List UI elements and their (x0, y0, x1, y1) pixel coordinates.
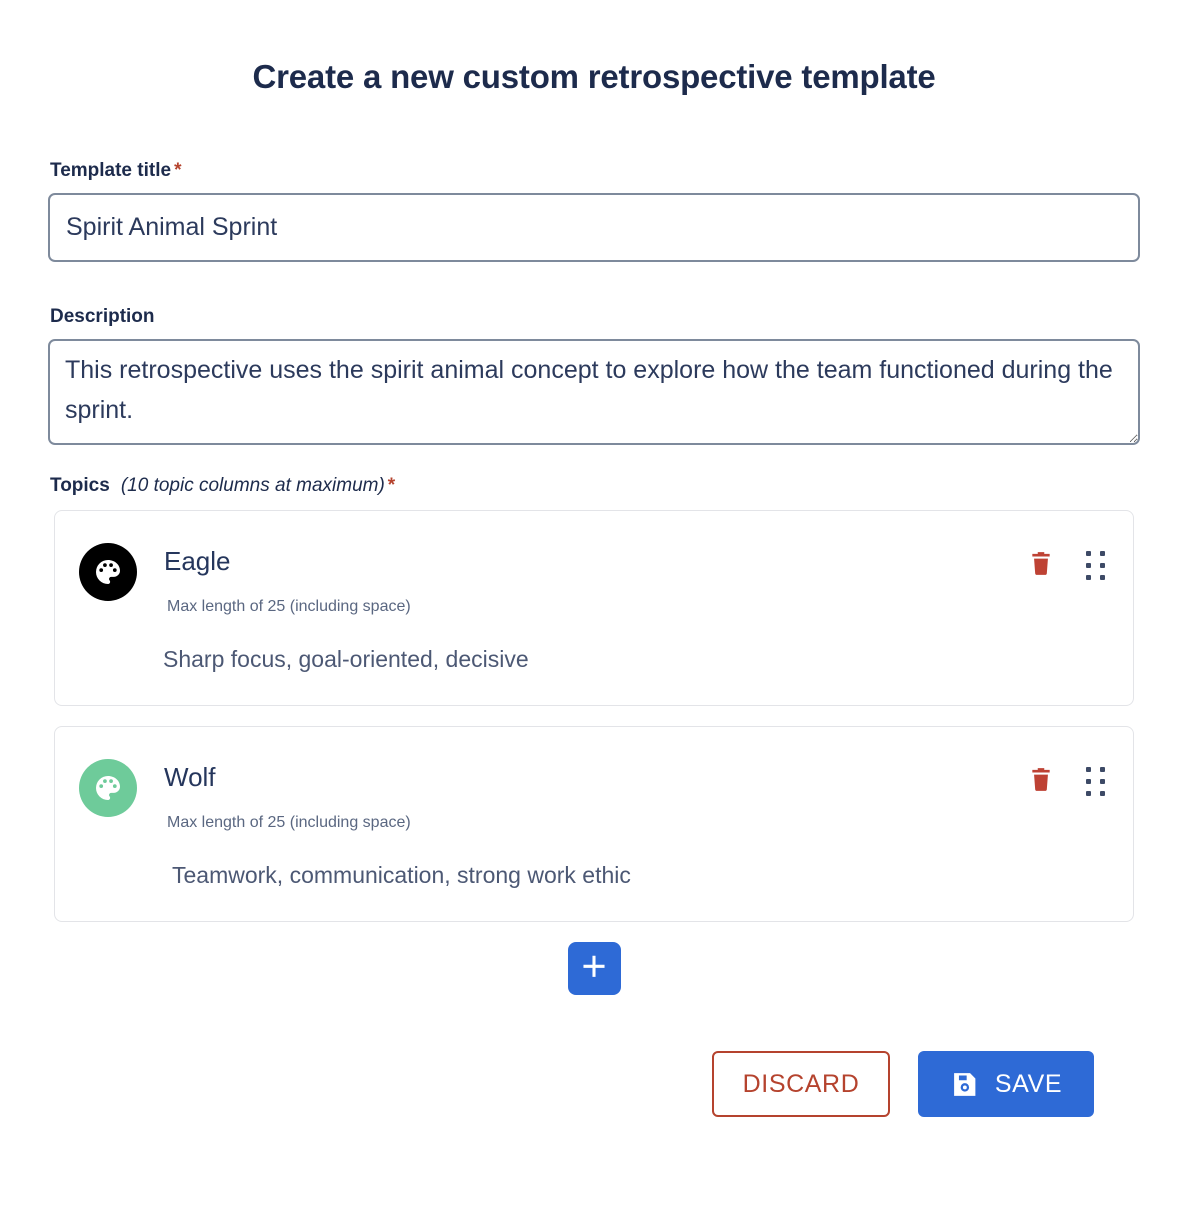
required-asterisk: * (174, 160, 182, 181)
topic-card-actions (1028, 539, 1107, 582)
required-asterisk: * (387, 475, 396, 496)
topic-card-row: Eagle Max length of 25 (including space)… (55, 539, 1133, 675)
topic-card: Eagle Max length of 25 (including space)… (54, 510, 1134, 706)
save-button-label: SAVE (994, 1069, 1063, 1098)
topic-card-row: Wolf Max length of 25 (including space) … (55, 755, 1133, 891)
plus-icon (578, 951, 610, 986)
topic-card-actions (1028, 755, 1107, 798)
topic-card-main: Eagle Max length of 25 (including space)… (137, 539, 1028, 675)
topic-name[interactable]: Eagle (164, 546, 231, 576)
template-title-label: Template title* (50, 160, 1140, 182)
drag-handle-icon[interactable] (1086, 765, 1107, 798)
page-title: Create a new custom retrospective templa… (252, 58, 936, 95)
discard-button[interactable]: DISCARD (712, 1051, 890, 1117)
spacer (48, 445, 1140, 475)
topic-avatar[interactable] (79, 759, 137, 817)
topics-header: Topics (10 topic columns at maximum) * (50, 475, 1140, 497)
template-title-input[interactable] (48, 193, 1140, 262)
drag-handle-icon[interactable] (1086, 549, 1107, 582)
topic-description[interactable]: Teamwork, communication, strong work eth… (172, 862, 631, 888)
add-topic-row (48, 942, 1140, 995)
description-label: Description (50, 306, 1140, 328)
add-topic-button[interactable] (567, 942, 621, 995)
save-button[interactable]: SAVE (918, 1051, 1094, 1117)
discard-button-label: DISCARD (742, 1069, 860, 1098)
topic-max-length-hint: Max length of 25 (including space) (167, 598, 411, 615)
palette-icon (92, 772, 124, 804)
topic-avatar[interactable] (79, 543, 137, 601)
form-footer: DISCARD SAVE (48, 1051, 1140, 1117)
trash-icon[interactable] (1028, 765, 1054, 793)
trash-icon[interactable] (1028, 549, 1054, 577)
description-textarea[interactable] (48, 339, 1140, 445)
palette-icon (92, 556, 124, 588)
template-title-label-text: Template title (50, 160, 172, 181)
template-form: Template title* Description Topics (10 t… (48, 98, 1140, 1117)
topic-description[interactable]: Sharp focus, goal-oriented, decisive (163, 646, 529, 672)
description-label-text: Description (50, 306, 155, 327)
topic-card: Wolf Max length of 25 (including space) … (54, 726, 1134, 922)
floppy-disk-icon (950, 1070, 979, 1099)
spacer (48, 262, 1140, 306)
topics-label: Topics (50, 475, 110, 496)
topic-name[interactable]: Wolf (164, 762, 216, 792)
topics-hint: (10 topic columns at maximum) (120, 475, 385, 496)
topic-max-length-hint: Max length of 25 (including space) (167, 814, 411, 831)
topic-card-main: Wolf Max length of 25 (including space) … (137, 755, 1028, 891)
